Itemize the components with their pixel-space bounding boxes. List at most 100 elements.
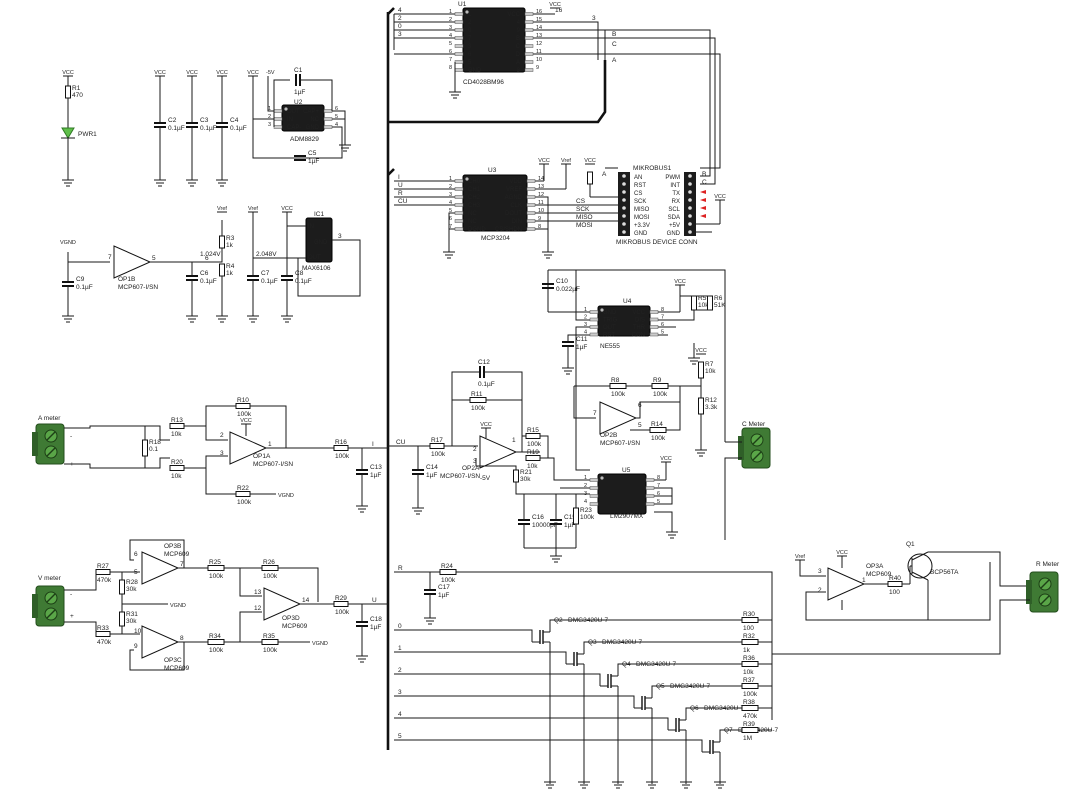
ic-pin-name: AGND [505,195,523,201]
u1-output-C [533,37,716,185]
capacitor-value: 0.1µF [295,278,312,285]
u2-wire [252,100,343,159]
resistor-value: 10k [743,669,754,676]
gate-wire [394,673,601,686]
pin1-marker [465,10,469,14]
capacitor-ref: C15 [564,514,576,521]
wire [911,551,929,561]
bus-label: A [612,57,617,64]
ic-pin [524,68,534,72]
ic-pin-name: OUT [287,109,300,115]
opamp-pin: 2 [220,432,224,439]
u4-wire [548,269,726,442]
opamp-op3d [263,587,302,621]
bus-label: C [612,41,617,48]
ic-pin [454,44,464,48]
resistor-ref: R24 [441,563,453,570]
ic-pin-number: 6 [335,106,338,112]
terminal-side [738,436,744,460]
resistor-r31 [119,611,125,627]
ic-pin [454,211,464,215]
v-wire [129,642,185,671]
resistor-value: 100k [743,691,758,698]
mikrobus-pin-label: SDA [668,215,680,221]
bus-label: 0 [398,623,402,630]
resistor-r29 [333,601,349,607]
resistor-r1 [65,85,71,99]
power-label: Vref [561,158,571,164]
resistor-value: 100k [653,391,668,398]
ic-pin-number: 10 [536,57,542,63]
ic-part: MAX6106 [302,265,331,272]
ic-pin-name: 5 [468,60,472,66]
drain-wire [549,619,742,624]
u4-wire [575,270,590,321]
capacitor-value: 0.1µF [478,381,495,388]
ic-pin [526,187,536,191]
resistor-r12 [698,397,704,415]
opamp-pin: 5 [134,569,138,576]
resistor-ref: R18 [149,439,161,446]
gate-wire [394,651,567,664]
voltage-label: 2.048V [256,251,277,258]
ic-pin-number: 4 [335,122,338,128]
opamp-pin: 10 [134,628,142,635]
mikrobus-pin-label: PWM [665,175,680,181]
cu-wire [540,435,549,458]
capacitor-ref: C16 [532,514,544,521]
resistor-ref: R11 [471,391,483,398]
bus-label: U [398,182,403,189]
pin1-marker [284,107,288,111]
u4-wire [567,334,590,342]
resistor-r15 [525,433,541,439]
opamp-ref: OP3C [164,657,182,664]
ic-pin [524,20,534,24]
ic-pin-name: CLK [510,203,522,209]
ground-symbol [612,774,624,789]
resistor-value: 100k [471,405,486,412]
resistor-ref: R15 [527,427,539,434]
gate-wire [394,739,703,752]
ground-symbol [550,548,562,563]
resistor-ref: R13 [171,417,183,424]
ic-pin [645,478,655,482]
ic-pin-number: 2 [584,315,587,321]
capacitor-value: 0.1µF [261,278,278,285]
power-label: VCC [695,348,707,354]
c-wire [636,386,681,419]
opamp-pin: 1 [862,577,866,584]
opamp-pin: 1 [268,441,272,448]
opamp-op1a [229,431,268,465]
resistor-ref: R27 [97,563,109,570]
capacitor-ref: C6 [200,270,209,277]
ground-symbol [62,172,74,187]
meter-label: R Meter [1036,561,1060,568]
ground-symbol [356,648,368,663]
power-label: -5V [266,70,275,76]
ic-pin [454,12,464,16]
signal-label: SCK [576,206,590,213]
ic-pin [454,219,464,223]
resistor-ref: R20 [171,459,183,466]
ic-pin-number: 2 [268,114,271,120]
opamp-pin: 7 [593,410,597,417]
opamp-pin: 14 [302,597,310,604]
resistor-ref: R1 [72,85,81,92]
wire [911,571,929,581]
screw-slot [46,609,56,619]
header-pin [622,206,626,210]
resistor-ref: R19 [527,449,539,456]
bus-label: 2 [398,667,402,674]
ic-pin-number: 4 [584,330,587,336]
ic-ref: U1 [458,1,467,8]
ic-pin-number: 1 [449,176,452,182]
resistor-value: 3.3k [705,404,718,411]
drain-wire [651,685,742,690]
resistor-ref: R31 [126,611,138,618]
resistor-value: 10k [171,431,182,438]
ic-pin-name: NC [468,219,477,225]
resistor-ref: R16 [335,439,347,446]
ic-pin [649,325,659,329]
resistor-ref: R26 [263,559,275,566]
mikrobus-pin-label: TX [672,191,680,197]
